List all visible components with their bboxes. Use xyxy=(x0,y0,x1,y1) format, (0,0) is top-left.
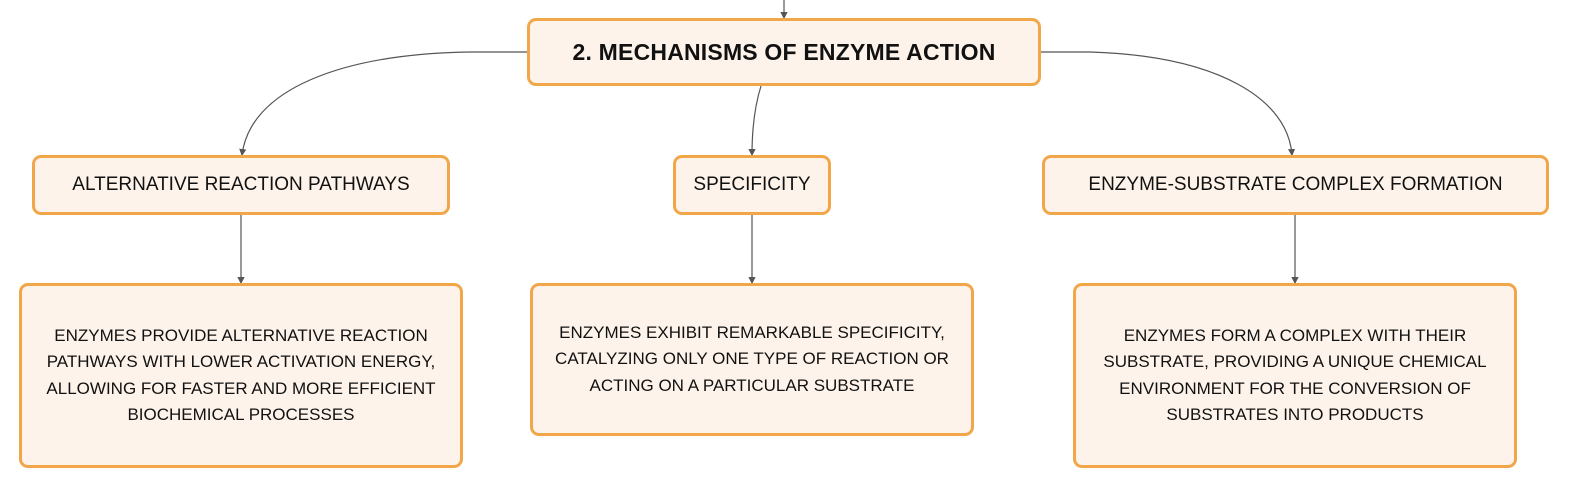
branch-node-label: SPECIFICITY xyxy=(693,174,811,195)
connector-root-to-complex-formation xyxy=(1041,51,1296,157)
root-node[interactable]: 2. MECHANISMS OF ENZYME ACTION xyxy=(527,18,1041,86)
detail-node-text: ENZYMES PROVIDE ALTERNATIVE REACTION PAT… xyxy=(46,325,436,425)
branch-node-label: ENZYME-SUBSTRATE COMPLEX FORMATION xyxy=(1088,174,1503,195)
branch-node-specificity[interactable]: SPECIFICITY xyxy=(673,155,831,215)
branch-node-enzyme-substrate-complex-formation[interactable]: ENZYME-SUBSTRATE COMPLEX FORMATION xyxy=(1042,155,1549,215)
branch-node-label: ALTERNATIVE REACTION PATHWAYS xyxy=(72,174,410,195)
branch-node-alternative-reaction-pathways[interactable]: ALTERNATIVE REACTION PATHWAYS xyxy=(32,155,450,215)
connector-root-to-specificity xyxy=(748,85,762,157)
connector-root-to-alternative-pathways xyxy=(239,51,527,157)
root-node-label: 2. MECHANISMS OF ENZYME ACTION xyxy=(572,38,996,65)
detail-node-alternative-reaction-pathways[interactable]: ENZYMES PROVIDE ALTERNATIVE REACTION PAT… xyxy=(19,283,463,468)
detail-node-specificity[interactable]: ENZYMES EXHIBIT REMARKABLE SPECIFICITY, … xyxy=(530,283,974,436)
detail-node-enzyme-substrate-complex-formation[interactable]: ENZYMES FORM A COMPLEX WITH THEIR SUBSTR… xyxy=(1073,283,1517,468)
detail-node-text: ENZYMES EXHIBIT REMARKABLE SPECIFICITY, … xyxy=(555,322,949,395)
detail-node-text: ENZYMES FORM A COMPLEX WITH THEIR SUBSTR… xyxy=(1103,325,1487,425)
